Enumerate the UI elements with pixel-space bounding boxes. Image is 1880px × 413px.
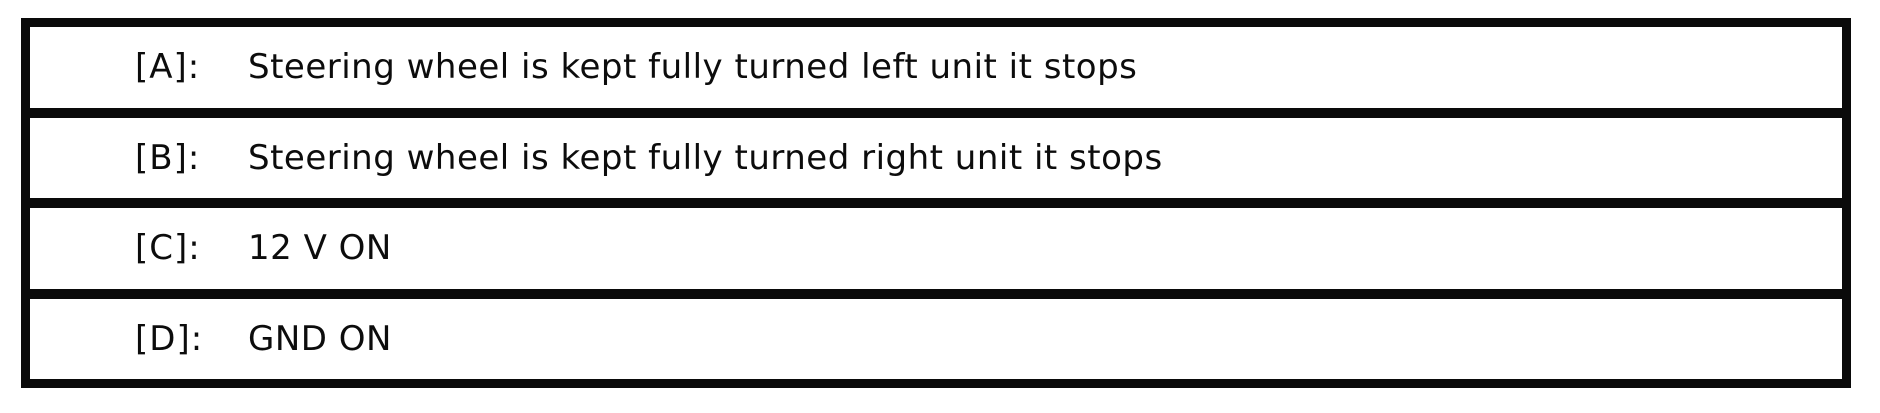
row-description: Steering wheel is kept fully turned righ… [248,137,1163,178]
legend-table: [A]: Steering wheel is kept fully turned… [21,18,1851,388]
row-divider [30,198,1842,208]
row-description: GND ON [248,318,392,359]
legend-row-b: [B]: Steering wheel is kept fully turned… [30,117,1842,198]
row-key: [C]: [135,228,201,269]
row-divider [30,107,1842,118]
row-divider [30,288,1842,299]
row-key: [D]: [135,318,204,359]
row-description: Steering wheel is kept fully turned left… [248,47,1138,88]
row-description: 12 V ON [248,228,392,269]
legend-row-c: [C]: 12 V ON [30,208,1842,289]
legend-row-a: [A]: Steering wheel is kept fully turned… [30,27,1842,108]
legend-row-d: [D]: GND ON [30,298,1842,379]
row-key: [A]: [135,47,201,88]
row-key: [B]: [135,137,201,178]
